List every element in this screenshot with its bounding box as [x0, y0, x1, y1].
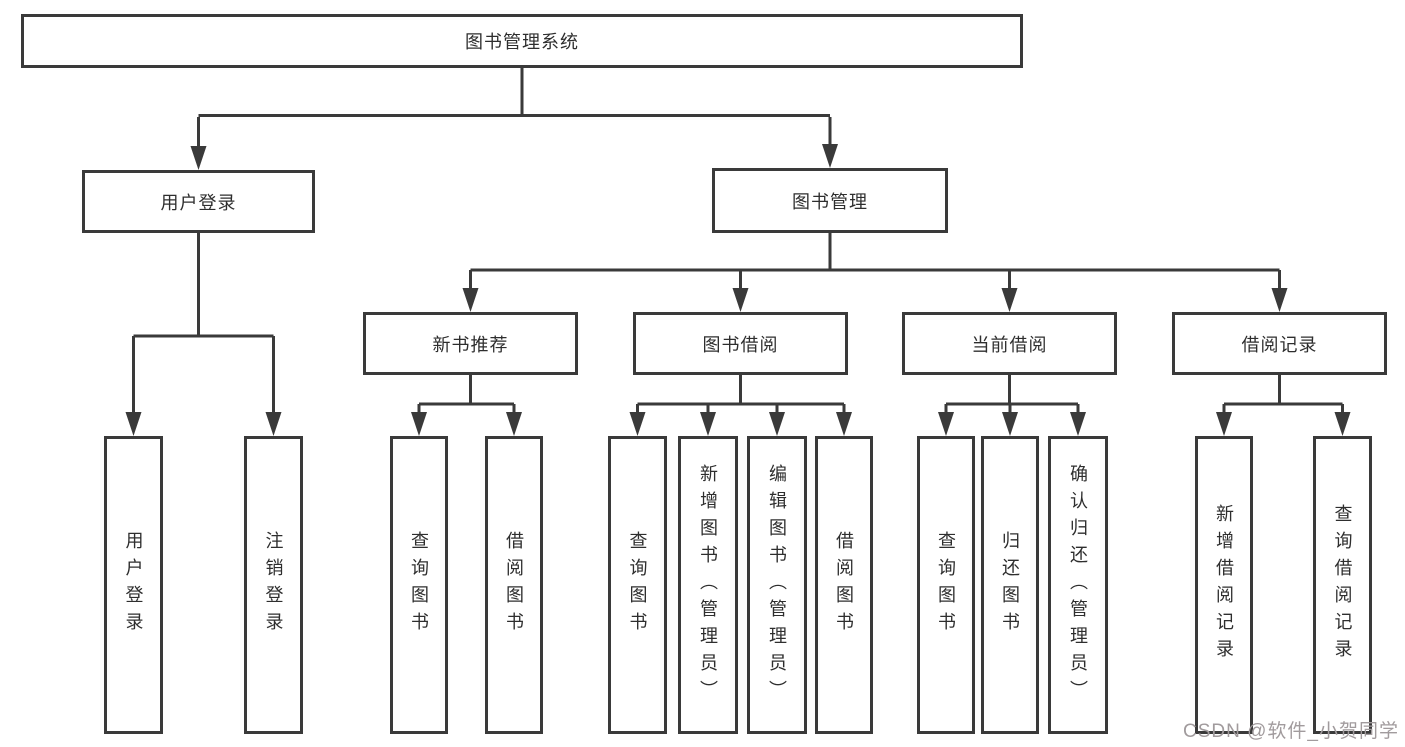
- leaf-label: 用户登录: [123, 531, 144, 639]
- leaf-confirm-return-admin: 确认归还（管理员）: [1048, 436, 1108, 734]
- node-label: 当前借阅: [971, 334, 1048, 355]
- leaf-label: 借阅图书: [504, 531, 524, 639]
- leaf-user-login: 用户登录: [104, 436, 163, 734]
- leaf-label: 编辑图书（管理员）: [767, 463, 787, 707]
- node-user-login: 用户登录: [82, 170, 315, 233]
- leaf-label: 注销登录: [263, 531, 284, 639]
- node-current-borrow: 当前借阅: [902, 312, 1117, 375]
- node-new-book-recommend: 新书推荐: [363, 312, 578, 375]
- node-label: 图书借阅: [702, 334, 779, 355]
- leaf-label: 归还图书: [1000, 531, 1020, 639]
- leaf-label: 查询图书: [936, 531, 956, 639]
- node-label: 借阅记录: [1241, 334, 1318, 355]
- arrowhead-icons: [125, 144, 1351, 436]
- leaf-label: 确认归还（管理员）: [1068, 463, 1088, 707]
- node-borrow-records: 借阅记录: [1172, 312, 1387, 375]
- leaf-label: 查询图书: [409, 531, 429, 639]
- node-label: 图书管理系统: [465, 32, 579, 52]
- leaf-borrow-books-recommend: 借阅图书: [485, 436, 543, 734]
- leaf-query-borrow-record: 查询借阅记录: [1313, 436, 1372, 734]
- leaf-query-books-recommend: 查询图书: [390, 436, 448, 734]
- leaf-add-book-admin: 新增图书（管理员）: [678, 436, 738, 734]
- leaf-borrow-books: 借阅图书: [815, 436, 873, 734]
- leaf-edit-book-admin: 编辑图书（管理员）: [747, 436, 807, 734]
- node-book-management: 图书管理: [712, 168, 948, 233]
- leaf-label: 新增借阅记录: [1214, 504, 1234, 666]
- csdn-watermark: CSDN @软件_小贺同学: [1183, 721, 1399, 742]
- leaf-logout-login: 注销登录: [244, 436, 303, 734]
- node-system-root: 图书管理系统: [21, 14, 1023, 68]
- node-label: 用户登录: [160, 192, 237, 213]
- leaf-query-books-borrow: 查询图书: [608, 436, 667, 734]
- leaf-query-books-current: 查询图书: [917, 436, 975, 734]
- node-book-borrow: 图书借阅: [633, 312, 848, 375]
- leaf-return-books: 归还图书: [981, 436, 1039, 734]
- leaf-label: 查询借阅记录: [1332, 504, 1353, 666]
- leaf-label: 新增图书（管理员）: [698, 463, 718, 707]
- leaf-label: 借阅图书: [834, 531, 854, 639]
- leaf-add-borrow-record: 新增借阅记录: [1195, 436, 1253, 734]
- node-label: 图书管理: [792, 191, 868, 212]
- leaf-label: 查询图书: [627, 531, 648, 639]
- node-label: 新书推荐: [432, 334, 509, 355]
